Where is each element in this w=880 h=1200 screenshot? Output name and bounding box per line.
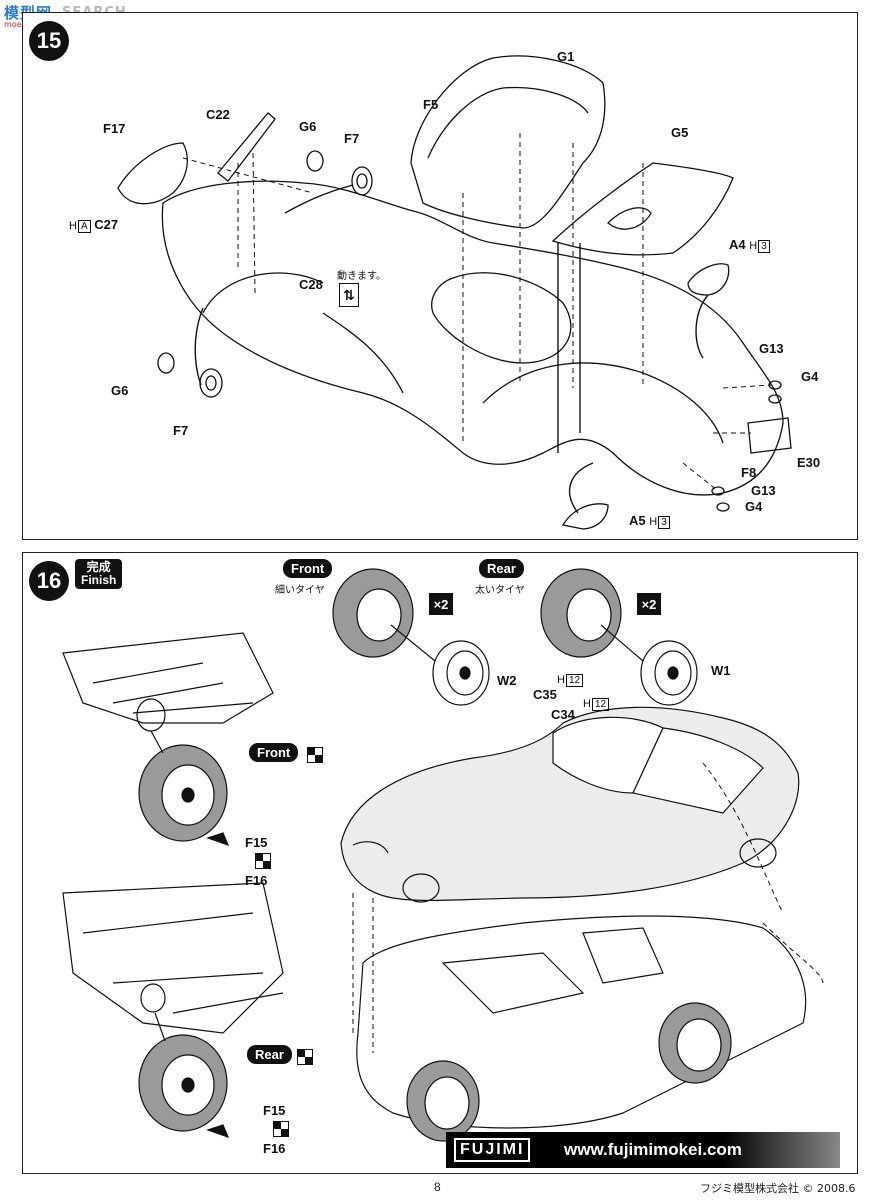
paint-pattern-icon [307,747,323,763]
label-c27-prefix: H [69,220,77,232]
part-g6-top [306,150,324,172]
label-g13-top: G13 [759,341,784,356]
label-f15-front: F15 [245,835,268,850]
part-f17-grille [117,142,188,205]
paint-pattern-icon [297,1049,313,1065]
cockpit-opening [431,272,572,364]
door-line [322,312,404,394]
brand-url[interactable]: www.fujimimokei.com [564,1140,742,1159]
label-e30: E30 [797,455,821,470]
part-f7-top [351,166,373,196]
front-title: Front [283,559,333,578]
label-w2: W2 [497,673,517,688]
front-wheel-arch [202,272,324,314]
label-g6-bottom: G6 [111,383,129,398]
label-w1: W1 [711,663,731,678]
step-15-number: 15 [29,21,69,61]
part-g5-opening [607,207,652,230]
label-c35-box: 12 [565,674,584,687]
label-f15-rear: F15 [263,1103,286,1118]
label-g5: G5 [671,125,689,140]
label-a4: A4 [729,237,746,252]
rear-suspension [62,882,284,1034]
rear-jp: 太いタイヤ [475,585,525,596]
part-g5-panel [551,162,734,256]
label-g1: G1 [557,49,575,64]
label-c35-h: H [557,674,565,686]
finish-badge: 完成 Finish [75,559,123,589]
step-16-drawing [62,568,824,1142]
rear-qty: ×2 [637,593,661,615]
label-c35: C35 [533,687,557,702]
step-16-panel: 16 完成 Finish Front 細いタイヤ ×2 W2 Rear 太いタイ… [22,552,858,1174]
paint-pattern-icon [255,853,271,869]
label-c34-box: 12 [591,698,610,711]
label-g13-bottom: G13 [751,483,776,498]
label-f16-front: F16 [245,873,268,888]
page-number: 8 [434,1180,441,1194]
front-qty: ×2 [429,593,453,615]
front-suspension [62,632,274,724]
rear-title: Rear [479,559,524,578]
label-c22: C22 [206,107,230,122]
label-f5: F5 [423,97,439,112]
label-f17: F17 [103,121,126,136]
label-g4-bottom: G4 [745,499,763,514]
label-a4-box: 3 [758,240,770,253]
wheel-w2 [432,640,490,706]
step-15-drawing [117,55,792,530]
part-g1-inner [427,86,589,159]
label-c34-h: H [583,698,591,710]
part-c22-bar [217,112,276,182]
label-c34: C34 [551,707,575,722]
wheel-w1 [640,640,698,706]
rear-wheel-arch [482,362,724,444]
front-jp: 細いタイヤ [275,585,325,596]
label-c28: C28 [299,277,323,292]
label-c27: C27 [94,217,119,232]
moves-arrows-icon: ⇅ [339,283,359,307]
label-c27-box: A [77,220,91,233]
label-a4-h: H [749,240,758,252]
label-f16-rear: F16 [263,1141,286,1156]
step-16-number: 16 [29,561,69,601]
part-a4 [687,263,730,296]
label-a5: A5 [629,513,646,528]
brand-bar: FUJIMI www.fujimimokei.com [446,1132,840,1168]
copyright: フジミ模型株式会社 © 2008.6 [700,1182,856,1195]
part-g1-tub [410,55,606,229]
body-shell-outline [161,180,784,496]
moves-note: 動きます。 [337,271,386,282]
label-f7-bottom: F7 [173,423,189,438]
front-wheel-pill: Front [249,743,299,762]
label-a5-box: 3 [658,516,670,529]
label-g4-top: G4 [801,369,819,384]
label-a5-h: H [649,516,658,528]
finish-en: Finish [81,573,117,587]
rear-wheel-pill: Rear [247,1045,292,1064]
label-g6-top: G6 [299,119,317,134]
part-a5 [561,503,609,530]
part-e30 [747,417,792,454]
label-f8: F8 [741,465,757,480]
part-g6-bottom [157,352,175,374]
label-f7-top: F7 [344,131,360,146]
paint-pattern-icon [273,1121,289,1137]
finish-jp: 完成 [86,560,111,574]
brand-logo: FUJIMI [454,1138,531,1162]
part-f7-bottom [199,368,223,398]
